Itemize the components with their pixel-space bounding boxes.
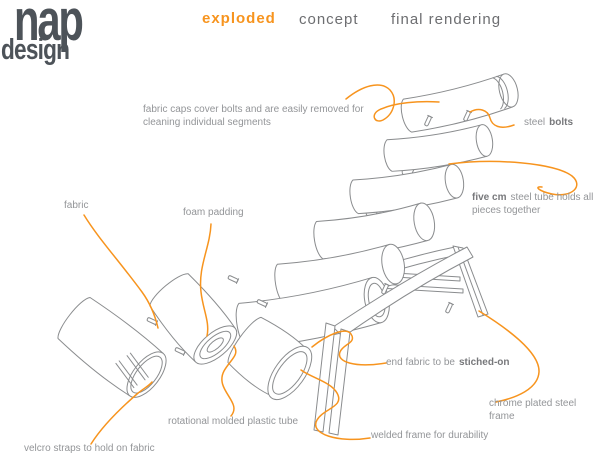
chair-pad-segment	[383, 124, 494, 172]
leader-five-cm	[448, 160, 578, 196]
chair-pad-segment	[313, 202, 436, 260]
leader-steel-bolts	[469, 108, 515, 128]
velcro-straps	[115, 352, 149, 389]
brand-logo-name: nap	[14, 0, 84, 53]
plastic-tube	[227, 316, 313, 401]
annotation-rotational-tube: rotational molded plastic tube	[168, 416, 299, 427]
leader-fabric-caps	[345, 84, 440, 122]
leader-rotational-tube	[221, 345, 237, 417]
annotation-velcro-straps: velcro straps to hold on fabric	[24, 443, 155, 454]
chair-headrest-segment	[400, 73, 519, 133]
annotation-foam-padding: foam padding	[183, 207, 244, 218]
frame-front-leg	[313, 322, 336, 433]
fabric-cap-seam	[492, 75, 509, 110]
brand-logo: nap design	[0, 0, 120, 70]
annotation-fabric: fabric	[64, 200, 89, 211]
foam-cylinder	[149, 273, 238, 365]
leader-foam-padding	[199, 223, 212, 337]
annotation-chrome-frame: chrome plated steel frame	[489, 398, 577, 422]
annotation-fabric-caps: fabric caps cover bolts and are easily r…	[143, 104, 364, 128]
leader-end-fabric	[311, 330, 387, 366]
steel-bolt-icon	[146, 109, 472, 356]
leader-lines	[83, 84, 578, 445]
frame-front-rail	[313, 246, 474, 436]
brand-logo-design: design	[1, 34, 70, 66]
leader-velcro	[90, 381, 153, 445]
leader-welded-frame	[300, 369, 371, 441]
tab-final-rendering[interactable]: final rendering	[391, 11, 502, 28]
annotation-welded-frame: welded frame for durability	[371, 430, 489, 441]
fabric-roll	[57, 296, 167, 398]
tab-exploded[interactable]: exploded	[202, 10, 276, 27]
leader-fabric	[83, 214, 159, 329]
leader-chrome-frame	[478, 310, 540, 403]
tab-concept[interactable]: concept	[299, 11, 359, 28]
